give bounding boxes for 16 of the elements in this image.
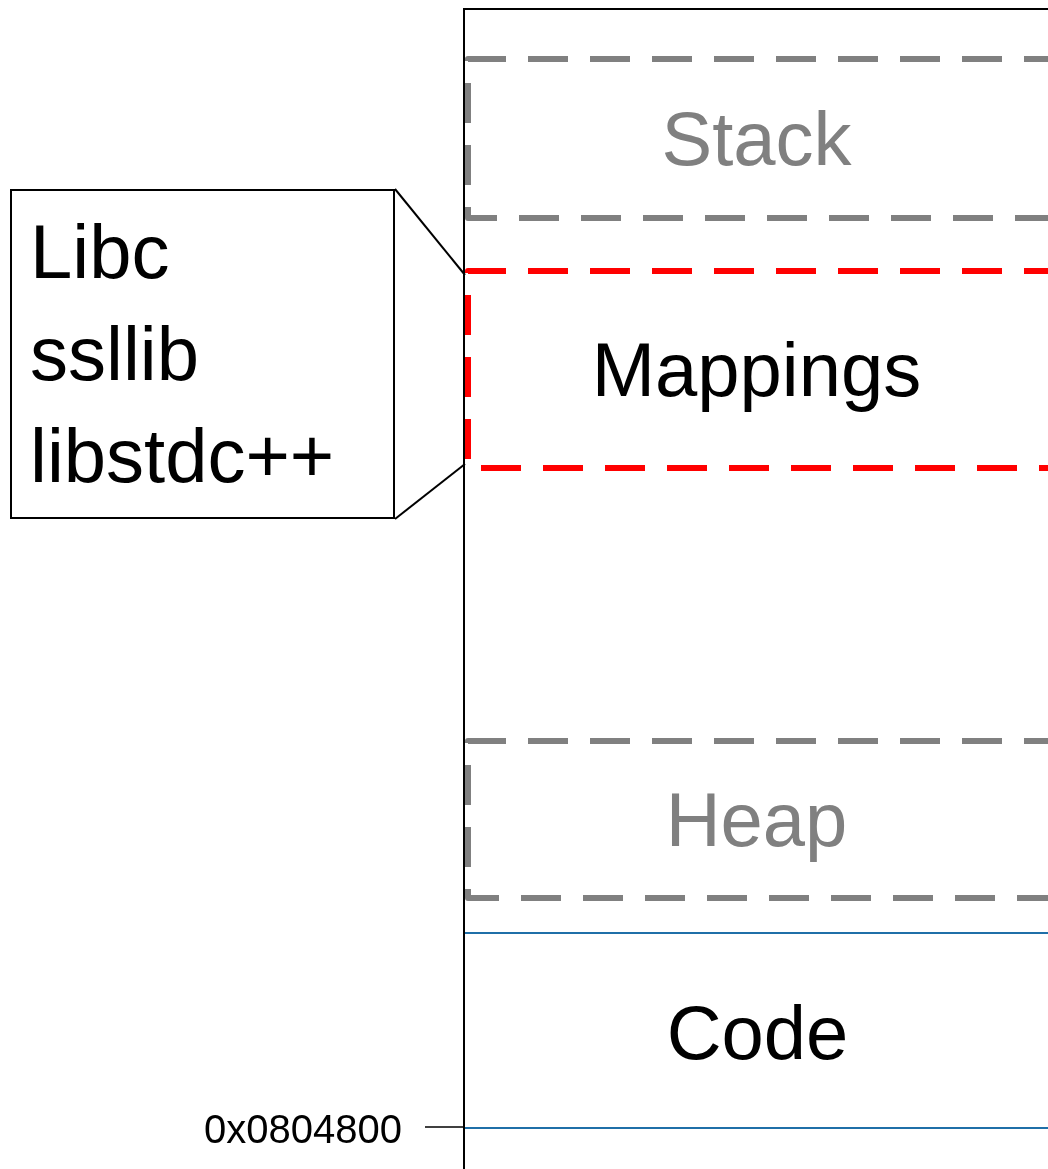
memory-frame [463,8,1048,1169]
library-name: Libc [30,209,170,295]
library-name: ssllib [30,311,199,397]
region-label: Mappings [590,326,923,413]
region-label: Stack [660,95,853,182]
mappings-region [464,267,1048,472]
stack-region [464,55,1048,222]
library-name: libstdc++ [30,413,335,499]
region-label: Heap [664,776,849,863]
leader-line [394,463,466,520]
leader-line [394,188,466,276]
region-label: Code [665,989,850,1076]
callout-box [10,189,395,519]
code-region [465,932,1048,1129]
address-label: 0x0804800 [204,1106,402,1152]
heap-region [464,737,1048,902]
